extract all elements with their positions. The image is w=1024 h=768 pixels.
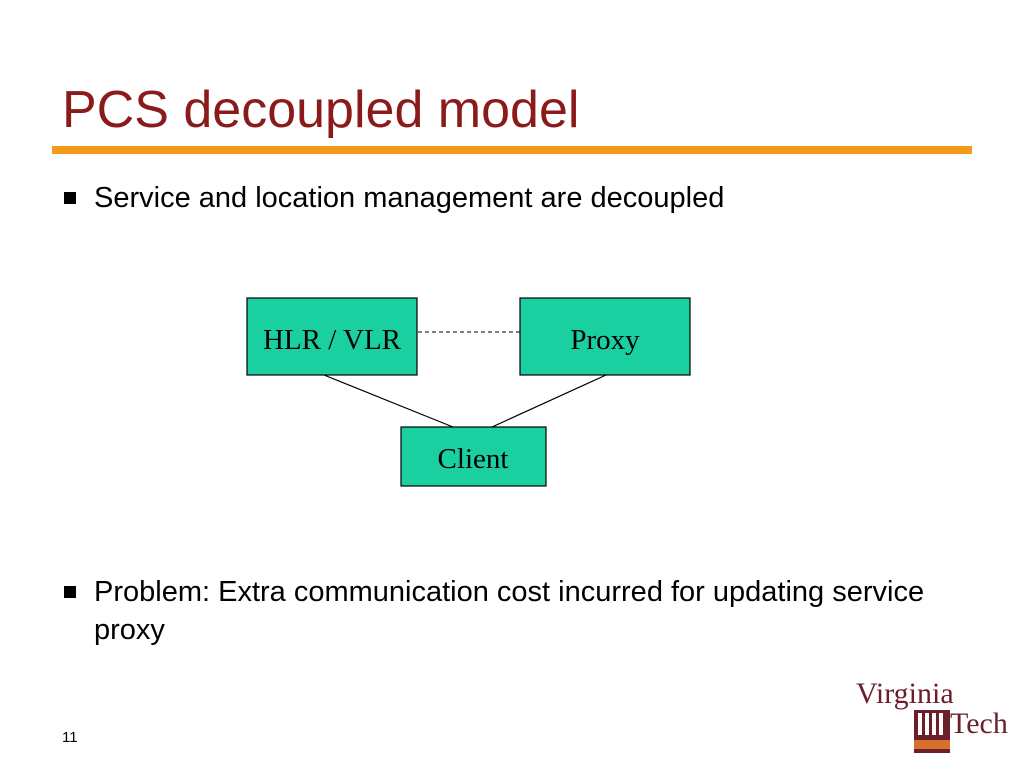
slide-title: PCS decoupled model bbox=[62, 81, 580, 139]
node-hlr-vlr-label: HLR / VLR bbox=[263, 324, 402, 356]
title-underline bbox=[52, 146, 972, 154]
node-hlr-vlr-box bbox=[246, 297, 418, 376]
logo-word-tech: Tech bbox=[950, 707, 1008, 740]
bullet-item-1: Service and location management are deco… bbox=[64, 179, 964, 217]
bullet-text-1: Service and location management are deco… bbox=[94, 182, 725, 214]
logo-shield-icon bbox=[914, 710, 950, 753]
virginia-tech-logo: Virginia Tech bbox=[852, 678, 1012, 754]
edge-proxy-client bbox=[491, 374, 607, 428]
bullet-text-2: Problem: Extra communication cost incurr… bbox=[94, 576, 925, 646]
node-hlr-vlr: HLR / VLR bbox=[246, 297, 418, 376]
node-proxy: Proxy bbox=[519, 297, 691, 376]
bullet-square-icon bbox=[64, 586, 76, 598]
logo-word-virginia: Virginia bbox=[856, 677, 954, 710]
node-client-box bbox=[400, 426, 547, 487]
node-client-label: Client bbox=[438, 443, 509, 475]
node-client: Client bbox=[400, 426, 547, 487]
bullet-item-2: Problem: Extra communication cost incurr… bbox=[64, 573, 964, 649]
edge-hlr-client bbox=[323, 374, 454, 428]
page-number: 11 bbox=[62, 729, 78, 746]
node-proxy-box bbox=[519, 297, 691, 376]
node-proxy-label: Proxy bbox=[570, 324, 640, 356]
bullet-square-icon bbox=[64, 192, 76, 204]
